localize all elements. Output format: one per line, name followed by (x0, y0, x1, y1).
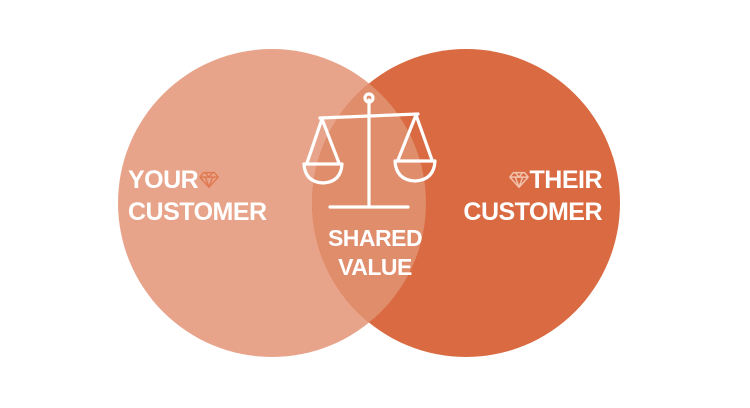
diamond-icon (508, 168, 530, 190)
balance-scale-icon (302, 92, 437, 209)
your-customer-label: YOUR CUSTOMER (128, 164, 267, 228)
intersection-region (312, 49, 426, 357)
shared-value-label: SHARED VALUE (300, 224, 450, 282)
their-customer-label-line2: CUSTOMER (463, 198, 602, 226)
diamond-icon (198, 168, 220, 190)
your-customer-label-line1: YOUR (128, 166, 199, 194)
your-customer-label-line2: CUSTOMER (128, 198, 267, 226)
their-customer-label: THEIR CUSTOMER (460, 164, 602, 228)
shared-value-label-line1: SHARED (327, 225, 423, 251)
shared-value-label-line2: VALUE (338, 254, 412, 280)
their-customer-label-line1: THEIR (529, 166, 603, 194)
